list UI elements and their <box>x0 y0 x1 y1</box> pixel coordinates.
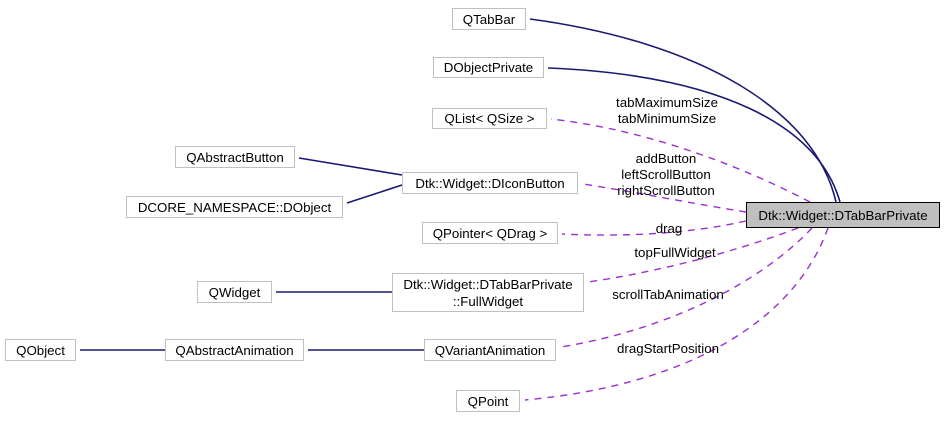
class-node-qabstractbutton[interactable]: QAbstractButton <box>175 146 295 168</box>
class-node-dobjectprivate[interactable]: DObjectPrivate <box>433 57 544 78</box>
class-node-label: QWidget <box>208 284 261 300</box>
class-node-label: QAbstractButton <box>186 149 284 165</box>
class-node-label: DObjectPrivate <box>443 60 534 75</box>
edge-label-line: tabMinimumSize <box>617 111 717 126</box>
class-node-label: QAbstractAnimation <box>175 342 294 358</box>
class-node-label: QList< QSize > <box>444 111 535 126</box>
class-node-qpointer-qdrag[interactable]: QPointer< QDrag > <box>422 222 558 244</box>
edge-label-usage-dragstartposition: dragStartPosition <box>617 341 719 357</box>
edge-label-usage-scrolltabanimation: scrollTabAnimation <box>612 287 724 303</box>
class-node-qpoint[interactable]: QPoint <box>456 390 520 412</box>
class-node-qlist-qsize[interactable]: QList< QSize > <box>432 108 547 129</box>
edge-label-line: addButton <box>635 151 697 166</box>
class-node-label: QTabBar <box>462 11 516 27</box>
edge-label-usage-drag: drag <box>656 221 683 237</box>
edge-diconbutton-inherits-qabstractbutton <box>298 157 403 176</box>
class-node-qtabbar[interactable]: QTabBar <box>452 8 526 30</box>
edge-label-line: drag <box>655 221 683 236</box>
edge-usage-tabsizes <box>550 118 811 203</box>
class-node-dcore-dobject[interactable]: DCORE_NAMESPACE::DObject <box>126 196 343 218</box>
edge-label-line: dragStartPosition <box>617 341 719 356</box>
class-node-label: Dtk::Widget::DTabBarPrivate <box>403 276 573 292</box>
class-node-qabstractanimation[interactable]: QAbstractAnimation <box>165 339 304 361</box>
class-node-label: ::FullWidget <box>452 293 524 309</box>
edge-diconbutton-inherits-dobject <box>346 184 403 204</box>
class-node-label: QVariantAnimation <box>434 342 546 358</box>
class-node-qobject[interactable]: QObject <box>5 339 76 361</box>
edge-label-line: scrollTabAnimation <box>612 287 724 302</box>
class-node-label: QPoint <box>467 393 509 409</box>
edge-usage-dragstartposition <box>524 227 829 401</box>
edge-usage-buttons <box>582 183 747 213</box>
edge-label-line: tabMaximumSize <box>616 95 718 110</box>
edge-label-usage-topfullwidget: topFullWidget <box>634 245 715 261</box>
class-node-label: Dtk::Widget::DTabBarPrivate <box>758 207 928 223</box>
class-node-label: Dtk::Widget::DIconButton <box>415 175 565 191</box>
class-node-label: QObject <box>16 342 65 358</box>
class-node-label: DCORE_NAMESPACE::DObject <box>137 199 332 215</box>
edge-label-line: leftScrollButton <box>621 167 711 182</box>
class-node-qvariantanimation[interactable]: QVariantAnimation <box>424 339 556 361</box>
main-class-node-dtabbarprivate: Dtk::Widget::DTabBarPrivate <box>746 202 940 228</box>
class-node-label: QPointer< QDrag > <box>432 225 548 241</box>
edge-label-line: rightScrollButton <box>617 183 715 198</box>
edge-usage-topfullwidget <box>587 227 799 283</box>
edge-usage-drag <box>561 220 747 236</box>
edge-usage-scrolltabanimation <box>560 227 813 348</box>
class-node-qwidget[interactable]: QWidget <box>197 281 272 303</box>
edge-label-line: topFullWidget <box>634 245 716 260</box>
class-node-fullwidget[interactable]: Dtk::Widget::DTabBarPrivate::FullWidget <box>392 273 584 312</box>
class-node-diconbutton[interactable]: Dtk::Widget::DIconButton <box>402 172 578 194</box>
edge-main-inherits-dobjectprivate <box>547 67 841 203</box>
